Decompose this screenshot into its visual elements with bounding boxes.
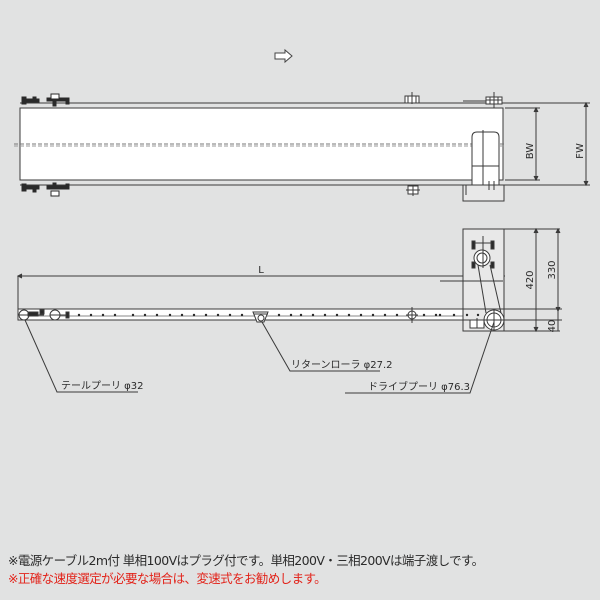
drive-bracket-top <box>463 92 503 108</box>
return-roller <box>252 311 269 323</box>
height-total-label: 420 <box>525 270 536 289</box>
tail-bracket-bottom <box>21 182 70 197</box>
middle-support-side <box>406 307 418 323</box>
tail-pulley <box>18 309 70 321</box>
drive-motor-top <box>462 130 505 202</box>
fw-dimension <box>505 101 590 187</box>
support-bracket-bottom <box>406 185 420 196</box>
right-arrow-icon <box>274 48 293 64</box>
side-view <box>16 227 562 394</box>
return-roller-callout: リターンローラ φ27.2 <box>291 359 393 371</box>
notes-section: ※電源ケーブル2m付 単相100Vはプラグ付です。単相200V・三相200Vは端… <box>8 552 598 588</box>
height-upper-label: 330 <box>547 260 558 279</box>
power-cable-note: ※電源ケーブル2m付 単相100Vはプラグ付です。単相200V・三相200Vは端… <box>8 553 484 568</box>
speed-selection-warning: ※正確な速度選定が必要な場合は、変速式をお勧めします。 <box>8 571 327 586</box>
frame-holes <box>77 313 480 317</box>
tail-bracket-top <box>21 93 70 107</box>
drive-pulley-callout: ドライブプーリ φ76.3 <box>368 380 470 393</box>
bw-dimension <box>505 106 540 182</box>
bw-label: BW <box>525 143 536 160</box>
support-bracket-top <box>397 92 428 104</box>
top-view <box>14 92 590 202</box>
fw-label: FW <box>575 143 586 159</box>
length-label: L <box>258 265 264 276</box>
tail-pulley-callout: テールプーリ φ32 <box>61 380 144 392</box>
height-lower-label: 40 <box>547 320 558 333</box>
